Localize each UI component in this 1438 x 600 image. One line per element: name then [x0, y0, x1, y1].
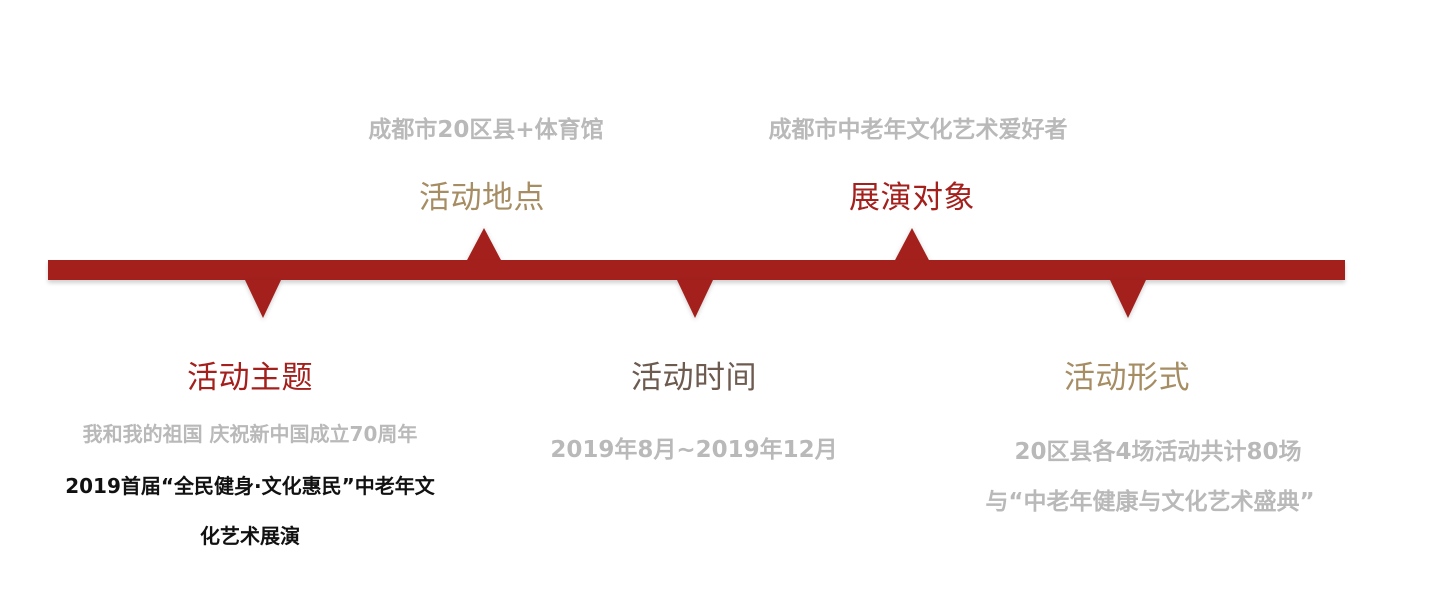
theme-marker-down — [245, 280, 281, 318]
time-marker-down — [677, 280, 713, 318]
format-marker-down — [1110, 280, 1146, 318]
location-marker-up — [466, 228, 502, 262]
audience-marker-up — [894, 228, 930, 262]
format-detail-line-2: 与“中老年健康与文化艺术盛典” — [985, 489, 1315, 515]
theme-extra-line-1: 2019首届“全民健身·文化惠民”中老年文 — [65, 474, 435, 498]
location-title: 活动地点 — [419, 180, 545, 216]
theme-extra-line-2: 化艺术展演 — [200, 524, 300, 548]
time-detail: 2019年8月~2019年12月 — [550, 437, 838, 463]
theme-title: 活动主题 — [187, 360, 313, 396]
audience-detail: 成都市中老年文化艺术爱好者 — [768, 117, 1068, 143]
format-title: 活动形式 — [1064, 360, 1190, 396]
time-title: 活动时间 — [631, 360, 757, 396]
format-detail-line-1: 20区县各4场活动共计80场 — [1014, 439, 1302, 465]
theme-detail: 我和我的祖国 庆祝新中国成立70周年 — [82, 422, 418, 446]
timeline-bar — [48, 260, 1345, 280]
location-detail: 成都市20区县+体育馆 — [368, 117, 604, 143]
audience-title: 展演对象 — [849, 180, 975, 216]
